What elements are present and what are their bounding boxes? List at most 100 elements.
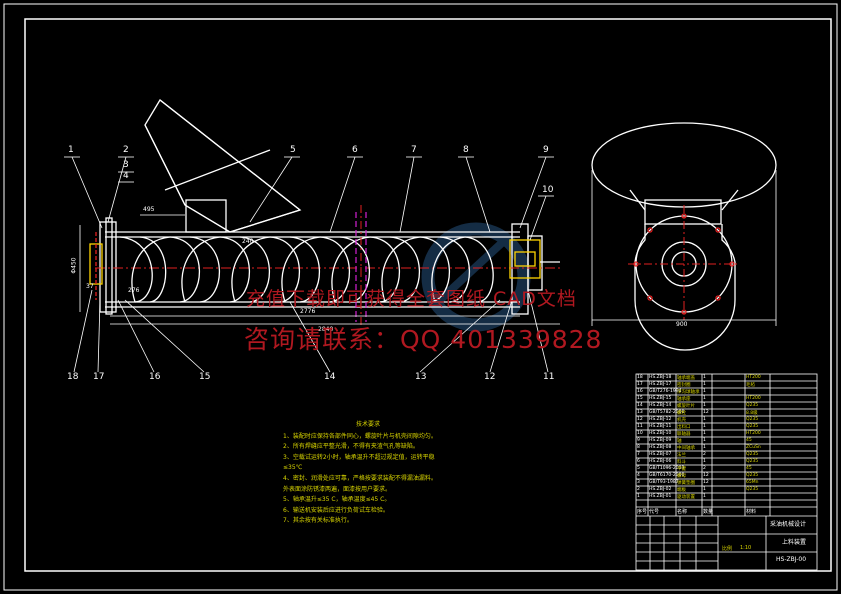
balloon-18: 18	[67, 372, 79, 382]
bom-cell: 17	[637, 382, 643, 387]
bom-cell: HS.ZBJ-12	[649, 417, 672, 422]
bom-cell: 45	[746, 438, 752, 443]
title-block-drawing-no: HS-ZBJ-00	[776, 556, 807, 563]
bom-cell: 6	[637, 459, 640, 464]
bom-header-cell: 名称	[677, 509, 688, 515]
dim-900: 900	[676, 321, 688, 328]
title-block-name: 上料装置	[782, 539, 807, 546]
balloon-6: 6	[352, 145, 358, 155]
balloon-15: 15	[199, 372, 211, 382]
bom-cell: 联轴器	[677, 432, 691, 437]
balloon-16: 16	[149, 372, 161, 382]
bom-cell: 1	[703, 424, 706, 429]
bom-cell: Q235	[746, 459, 759, 464]
balloon-8: 8	[463, 145, 469, 155]
balloon-10: 10	[542, 185, 554, 195]
dim-2776: 2776	[300, 308, 316, 315]
bom-cell: 2	[703, 466, 706, 471]
balloon-12: 12	[484, 372, 496, 382]
tech-note-item: 4、密封、润滑处应可靠，严格按要求装配不得漏油漏料。	[283, 474, 437, 482]
bom-cell: 机壳	[677, 418, 686, 423]
balloon-14: 14	[324, 372, 336, 382]
bom-cell: 1	[703, 487, 706, 492]
bom-header-cell: 数量	[703, 509, 714, 515]
bom-cell: 1	[703, 396, 706, 401]
dimension-lines	[79, 214, 560, 325]
title-block-company: 采油机械设计	[770, 521, 807, 528]
bom-cell: Q235	[746, 473, 759, 478]
bom-cell: 18	[637, 375, 643, 380]
bom-cell: 12	[703, 480, 709, 485]
bom-cell: HT200	[746, 375, 761, 380]
balloon-7: 7	[411, 145, 417, 155]
bom-cell: 7	[637, 452, 640, 457]
bom-cell: HT200	[746, 396, 761, 401]
bom-cell: 8	[637, 445, 640, 450]
bom-cell: HT200	[746, 431, 761, 436]
bom-cell: 4	[637, 473, 640, 478]
bom-cell: HS.ZBJ-06	[649, 459, 672, 464]
bom-cell: HS.ZBJ-17	[649, 382, 672, 387]
bom-cell: 65Mn	[746, 480, 759, 485]
bom-cell: 1	[703, 403, 706, 408]
bom-cell: 15	[637, 396, 643, 401]
bom-cell: 11	[637, 424, 643, 429]
title-block-scale: 1:10	[740, 545, 752, 551]
bom-cell: GB/T5782-2000	[649, 410, 685, 415]
bom-cell: 轴承座	[677, 397, 691, 402]
balloon-17: 17	[93, 372, 105, 382]
balloon-3: 3	[123, 160, 129, 170]
watermark-line-2: 咨询请联系：QQ 401339828	[244, 325, 603, 354]
conveyor-front-view	[89, 205, 560, 330]
bom-cell: HS.ZBJ-15	[649, 396, 672, 401]
bom-cell: 端板	[677, 488, 686, 493]
bom-cell: 9	[637, 438, 640, 443]
bom-cell: Q235	[746, 424, 759, 429]
balloon-1: 1	[68, 145, 74, 155]
bom-cell: HS.ZBJ-11	[649, 424, 672, 429]
bom-cell: 45	[746, 466, 752, 471]
bom-cell: 3	[637, 480, 640, 485]
tech-note-item: 7、其余按有关标准执行。	[283, 517, 353, 525]
bom-cell: 深沟球轴承	[677, 390, 700, 395]
bom-cell: 1	[703, 494, 706, 499]
bom-cell: 轴	[677, 439, 682, 444]
watermark-logo	[421, 222, 531, 332]
bom-cell: HS.ZBJ-01	[649, 494, 672, 499]
bom-cell: 12	[703, 473, 709, 478]
watermark-line-1: 充值下载即可获得全套图纸 CAD文档	[246, 288, 577, 310]
bom-cell: 5	[637, 466, 640, 471]
bom-cell: HS.ZBJ-18	[649, 375, 672, 380]
bom-cell: HS.ZBJ-10	[649, 431, 672, 436]
bom-cell: HS.ZBJ-07	[649, 452, 672, 457]
bom-cell: 2	[703, 452, 706, 457]
tech-note-item: 5、轴承温升≤35 C，轴承温度≤45 C。	[283, 496, 391, 504]
bom-cell: Q235	[746, 487, 759, 492]
tech-notes-title: 技术要求	[355, 421, 380, 428]
bom-cell: 密封圈	[677, 383, 691, 388]
tech-note-item: 外表面涂防锈漆两遍，面漆按用户要求。	[283, 485, 392, 493]
bom-header-cell: 代号	[649, 509, 660, 515]
conveyor-side-view	[591, 122, 777, 351]
title-block-scale-label: 比例	[722, 546, 733, 552]
tech-note-item: 1、装配时应保持各部件同心，螺旋叶片与机壳间隙均匀。	[283, 432, 437, 440]
bom-cell: 1	[703, 459, 706, 464]
bom-cell: HS.ZBJ-08	[649, 445, 672, 450]
bom-cell: 8.8级	[746, 411, 758, 416]
balloon-2: 2	[123, 145, 129, 155]
bom-cell: 螺栓	[677, 411, 686, 416]
bom-cell: GB/T93-1987	[649, 480, 679, 485]
bom-cell: 1	[703, 445, 706, 450]
bom-cell: GB/T6170-2000	[649, 473, 685, 478]
bom-cell: 12	[637, 417, 643, 422]
dim-2840: 2840	[318, 326, 334, 333]
balloon-5: 5	[290, 145, 296, 155]
bom-cell: GB/T276-1994	[649, 389, 682, 394]
dim-37: 37	[86, 283, 94, 290]
bom-cell: Q235	[746, 452, 759, 457]
bom-cell: 弹簧垫圈	[677, 481, 695, 486]
dim-276: 276	[128, 287, 140, 294]
bom-cell: 料斗	[677, 460, 686, 465]
bom-cell: 16	[637, 389, 643, 394]
